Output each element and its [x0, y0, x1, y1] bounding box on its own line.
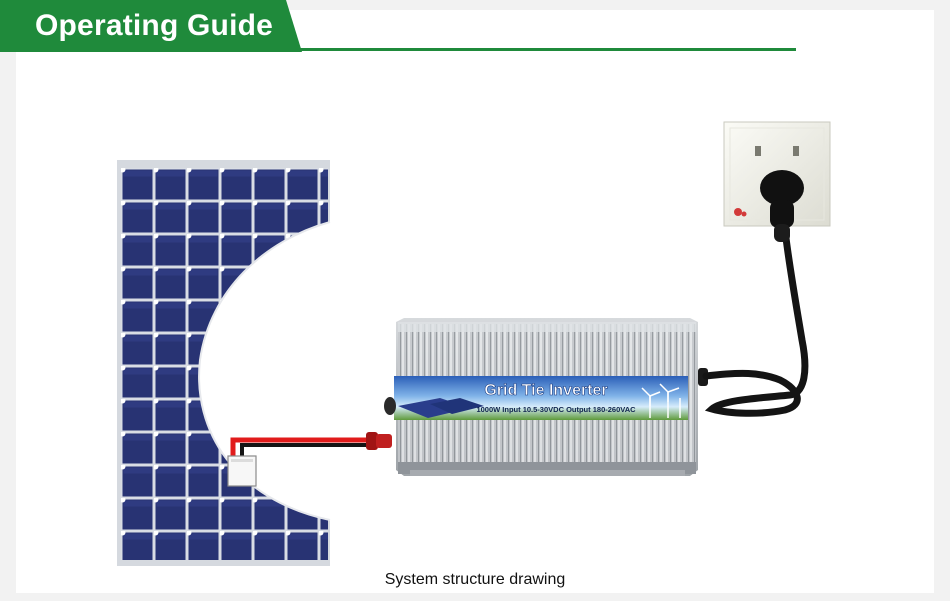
diagram-caption: System structure drawing: [384, 571, 566, 588]
header-underline: [296, 48, 796, 51]
solar-panel-icon: [117, 160, 331, 566]
wind-turbine-icon: [641, 383, 681, 418]
inverter-title: Grid Tie Inverter: [484, 382, 607, 399]
inverter-icon: Grid Tie Inverter 1000W Input 10.5-30VDC…: [384, 318, 708, 476]
page-title: Operating Guide: [35, 9, 274, 42]
ac-cable: [702, 196, 809, 417]
dc-cable: [230, 432, 392, 460]
header-tab: [0, 0, 302, 52]
inverter-spec: 1000W Input 10.5-30VDC Output 180-260VAC: [476, 405, 636, 414]
junction-box-icon: [227, 455, 257, 487]
plug-icon: [760, 170, 804, 242]
label-solar-array-icon: [398, 398, 484, 418]
